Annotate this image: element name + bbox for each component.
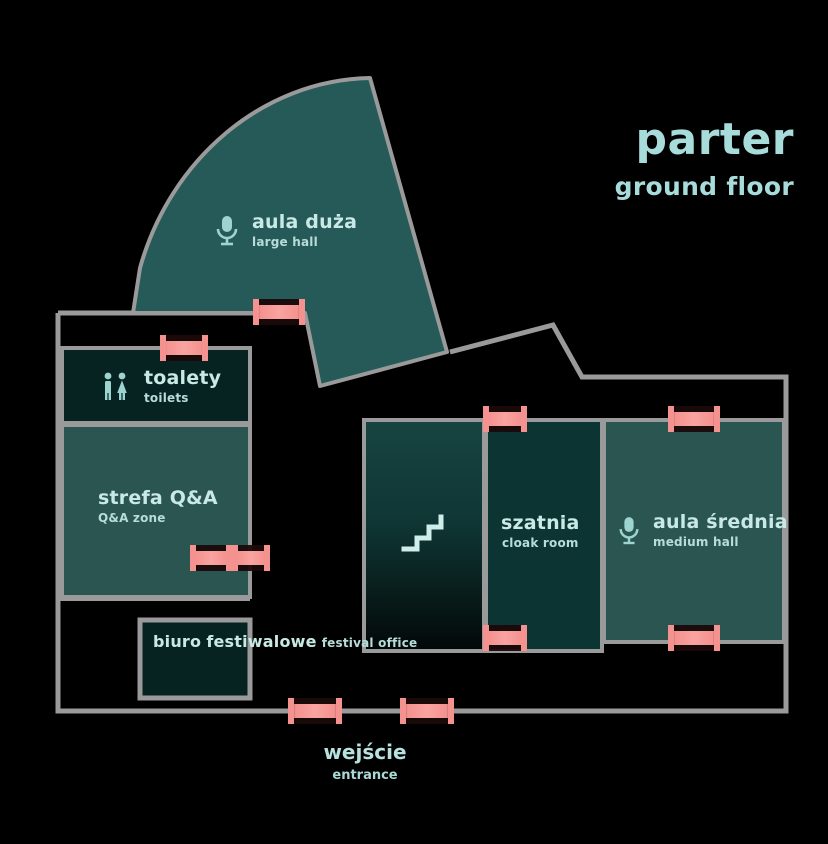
room-medium-hall[interactable] — [602, 418, 786, 644]
door-qa-left — [190, 545, 232, 571]
door-cloak-top — [483, 406, 527, 432]
room-toilets[interactable] — [60, 346, 252, 425]
room-cloak-room[interactable] — [484, 418, 604, 653]
stairs-icon — [401, 514, 444, 552]
room-festival-office[interactable] — [137, 617, 253, 701]
door-medium-bottom — [668, 625, 720, 651]
room-large-hall[interactable] — [131, 76, 449, 388]
door-large-hall — [253, 299, 305, 325]
door-cloak-bottom — [483, 625, 527, 651]
door-qa-right — [232, 545, 270, 571]
door-toilets — [160, 335, 208, 361]
door-entrance-left — [288, 698, 342, 724]
room-qa-zone[interactable] — [60, 423, 252, 599]
door-medium-top — [668, 406, 720, 432]
door-entrance-right — [400, 698, 454, 724]
